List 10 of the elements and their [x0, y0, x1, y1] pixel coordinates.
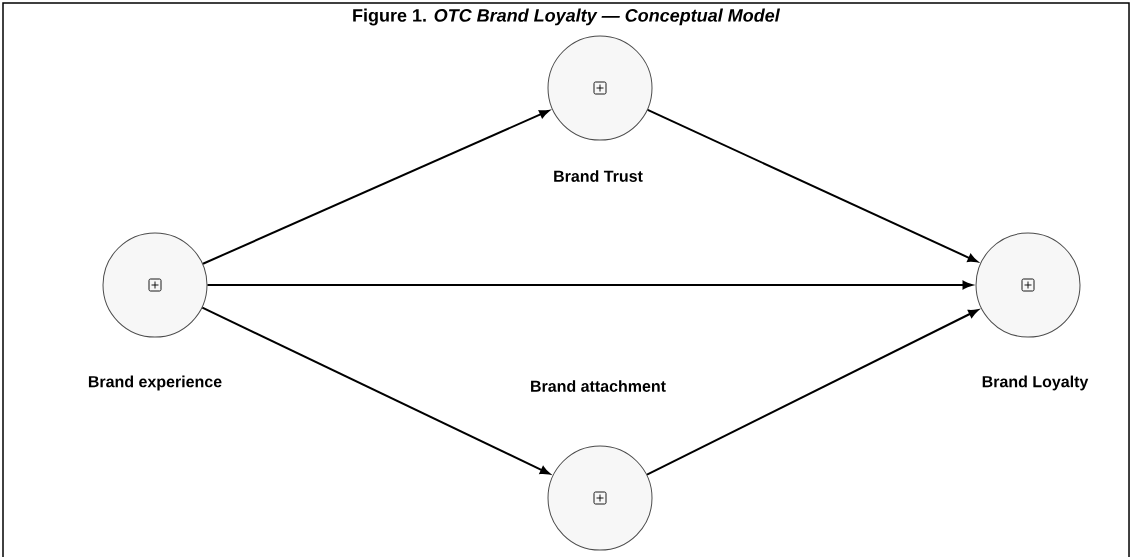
- node-label: Brand Trust: [554, 170, 643, 182]
- arrow: [202, 109, 550, 265]
- arrow: [646, 309, 979, 476]
- arrow: [201, 306, 550, 475]
- arrow: [206, 280, 973, 290]
- node-label: Brand Loyalty: [982, 375, 1089, 391]
- arrow: [646, 108, 978, 263]
- figure-title: Figure 1. OTC Brand Loyalty — Conceptual Model: [353, 8, 780, 26]
- node-label: Brand experience: [88, 375, 222, 391]
- node-label: Brand attachment: [531, 380, 666, 392]
